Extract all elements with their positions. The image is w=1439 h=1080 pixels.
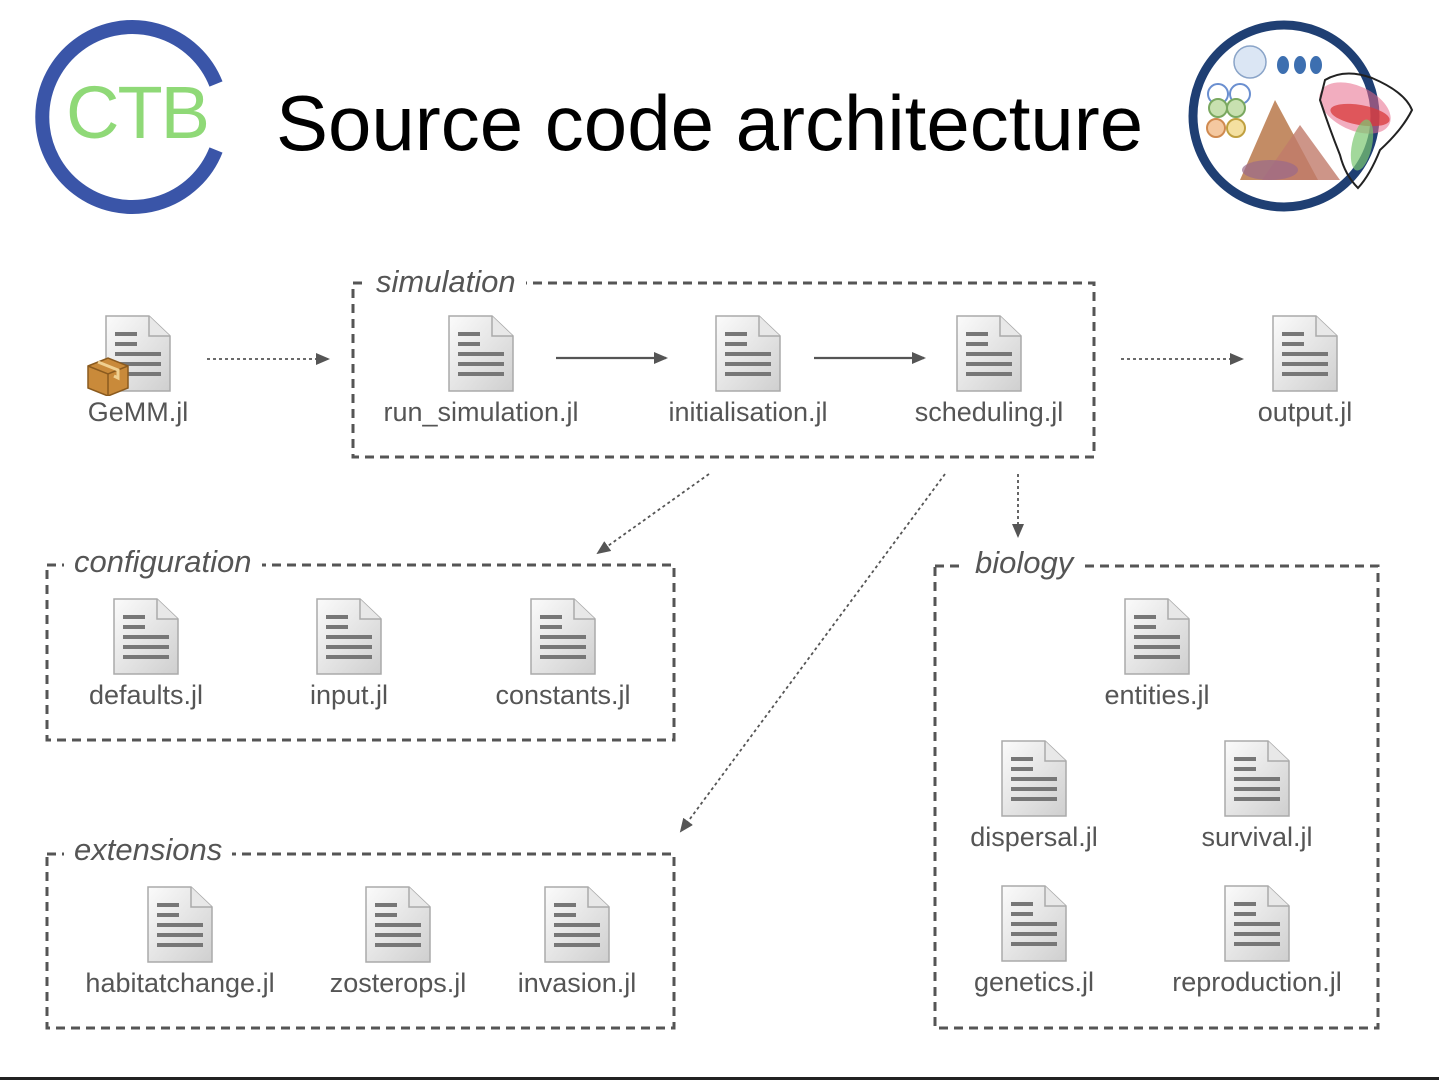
file-survival[interactable]: survival.jl	[1157, 739, 1357, 853]
text-file-icon	[956, 315, 1022, 392]
file-input[interactable]: input.jl	[249, 597, 449, 711]
file-label: scheduling.jl	[914, 397, 1064, 427]
text-file-icon	[1224, 885, 1290, 962]
text-file-icon	[1224, 740, 1290, 817]
file-label: invasion.jl	[517, 968, 637, 998]
text-file-icon	[113, 598, 179, 675]
continent-outline	[1318, 72, 1414, 190]
text-file-icon	[1124, 598, 1190, 675]
file-label: defaults.jl	[88, 680, 204, 710]
text-file-icon	[316, 598, 382, 675]
ctb-logo	[35, 20, 223, 214]
file-constants[interactable]: constants.jl	[463, 597, 663, 711]
simulation-box	[351, 281, 1096, 459]
file-gemm[interactable]: GeMM.jl	[38, 314, 238, 428]
project-logo	[1188, 20, 1414, 212]
file-label: dispersal.jl	[970, 822, 1098, 852]
group-label-simulation: simulation	[366, 266, 526, 297]
text-file-icon	[1001, 885, 1067, 962]
file-label: run_simulation.jl	[383, 397, 579, 427]
arrow-simulation-to-extensions	[679, 473, 946, 833]
file-invasion[interactable]: invasion.jl	[477, 885, 677, 999]
file-genetics[interactable]: genetics.jl	[934, 884, 1134, 998]
file-label: input.jl	[309, 680, 389, 710]
text-file-icon	[1001, 740, 1067, 817]
text-file-icon	[544, 886, 610, 963]
text-file-icon	[1272, 315, 1338, 392]
file-output[interactable]: output.jl	[1205, 314, 1405, 428]
text-file-icon	[530, 598, 596, 675]
file-label: output.jl	[1257, 397, 1353, 427]
file-defaults[interactable]: defaults.jl	[46, 597, 246, 711]
file-entities[interactable]: entities.jl	[1057, 597, 1257, 711]
biology-box	[933, 564, 1380, 1030]
file-run-simulation[interactable]: run_simulation.jl	[381, 314, 581, 428]
file-reproduction[interactable]: reproduction.jl	[1157, 884, 1357, 998]
text-file-icon	[365, 886, 431, 963]
file-label: GeMM.jl	[87, 397, 189, 427]
arrow-simulation-to-configuration	[596, 473, 710, 555]
file-label: entities.jl	[1104, 680, 1210, 710]
ctb-logo-text: CTB	[66, 71, 210, 154]
text-file-icon	[147, 886, 213, 963]
ctb-logo-ring	[35, 20, 223, 214]
file-label: survival.jl	[1201, 822, 1313, 852]
text-file-icon	[715, 315, 781, 392]
file-zosterops[interactable]: zosterops.jl	[298, 885, 498, 999]
file-label: initialisation.jl	[668, 397, 828, 427]
file-label: constants.jl	[495, 680, 631, 710]
file-label: habitatchange.jl	[85, 968, 275, 998]
group-label-configuration: configuration	[64, 546, 262, 577]
file-scheduling[interactable]: scheduling.jl	[889, 314, 1089, 428]
configuration-box	[45, 563, 676, 742]
extensions-box	[45, 852, 676, 1030]
file-initialisation[interactable]: initialisation.jl	[648, 314, 848, 428]
file-label: genetics.jl	[973, 967, 1095, 997]
group-label-biology: biology	[965, 547, 1084, 578]
page-title: Source code architecture	[276, 79, 1144, 167]
group-label-extensions: extensions	[64, 834, 233, 865]
bottom-rule	[0, 1077, 1439, 1080]
package-icon	[87, 357, 129, 396]
text-file-icon	[448, 315, 514, 392]
file-label: reproduction.jl	[1172, 967, 1342, 997]
file-label: zosterops.jl	[329, 968, 467, 998]
file-dispersal[interactable]: dispersal.jl	[934, 739, 1134, 853]
file-habitatchange[interactable]: habitatchange.jl	[80, 885, 280, 999]
